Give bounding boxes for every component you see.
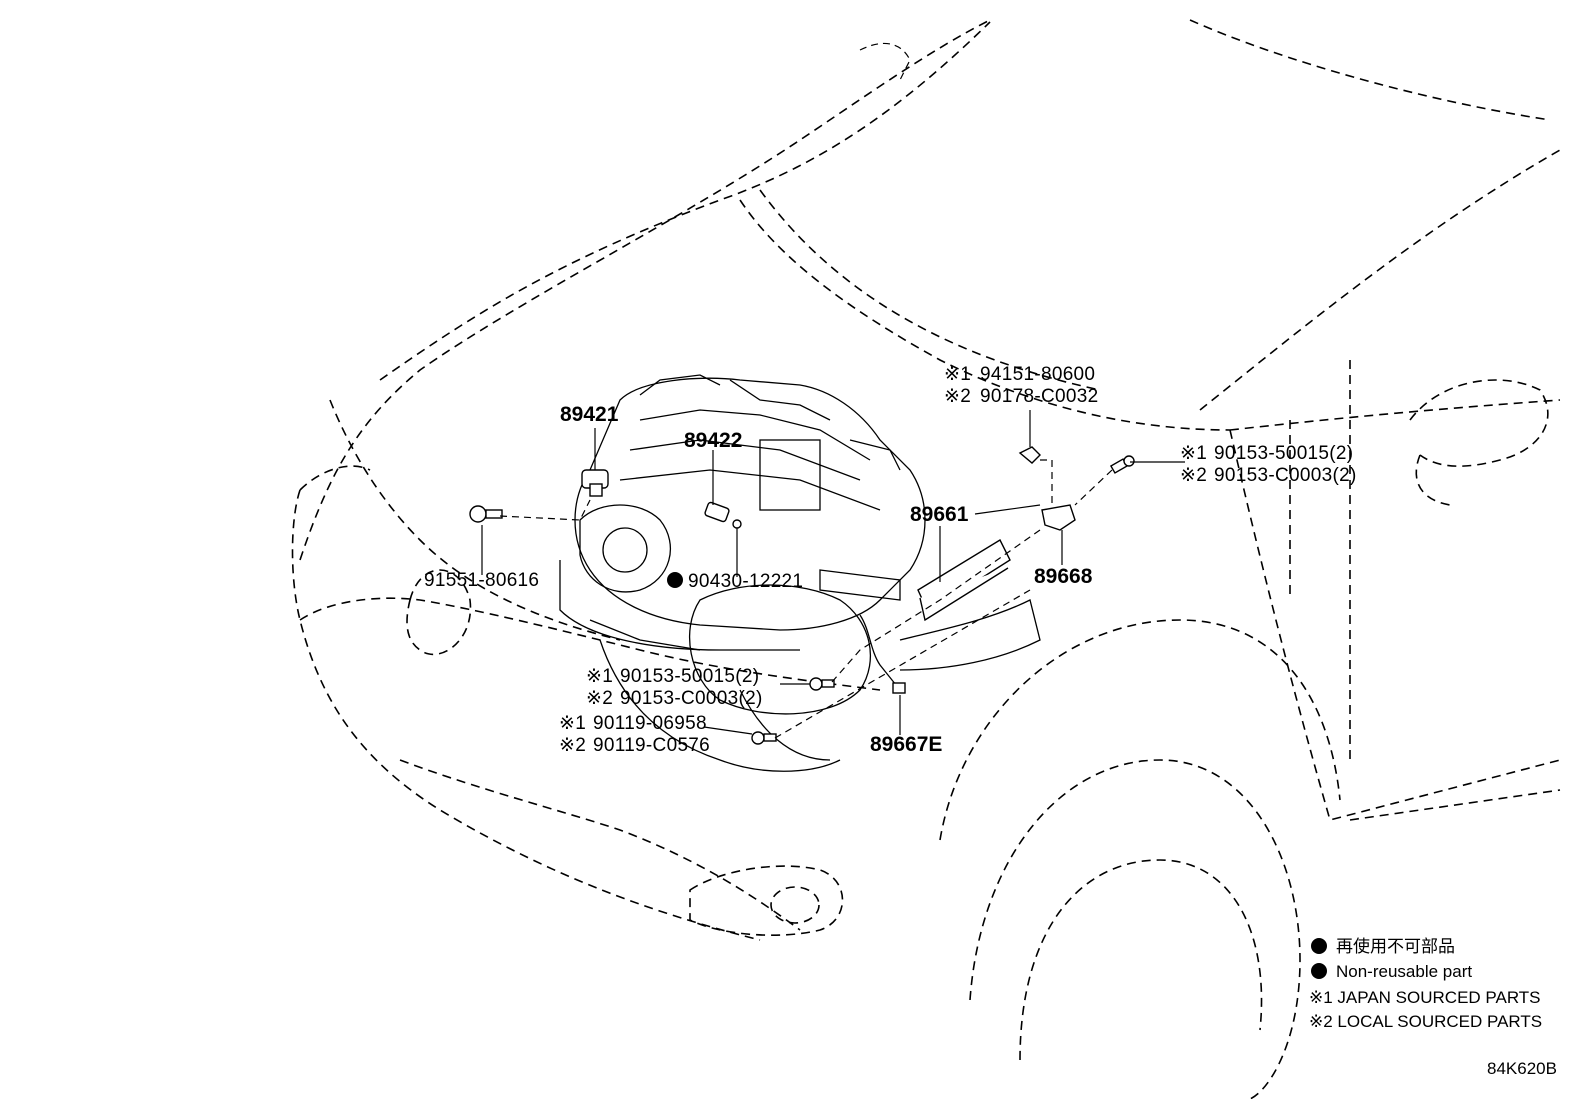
label-89421: 89421 xyxy=(560,403,619,426)
label-89667E: 89667E xyxy=(870,733,942,756)
label-94151-80600: 94151-80600 xyxy=(980,364,1095,385)
labels: 89421 89422 89661 89668 89667E 91551-806… xyxy=(424,364,1357,756)
part-sensor-89422 xyxy=(704,501,730,523)
legend-bullet-jp-icon xyxy=(1311,938,1327,954)
legend: 再使用不可部品 Non-reusable part ※1 JAPAN SOURC… xyxy=(1309,936,1542,1031)
part-bolt-91551 xyxy=(469,505,503,523)
label-91551-80616: 91551-80616 xyxy=(424,570,539,591)
non-reusable-mark-icon xyxy=(667,572,683,588)
mark-2-nut: ※2 xyxy=(944,386,971,407)
label-89668: 89668 xyxy=(1034,565,1093,588)
legend-bullet-en-icon xyxy=(1311,963,1327,979)
label-90119-06958: 90119-06958 xyxy=(593,713,707,734)
part-sensor-89421 xyxy=(581,469,609,497)
engine-assembly xyxy=(559,374,1041,772)
mark-1-bolt-center: ※1 xyxy=(586,666,613,687)
part-nut-94151 xyxy=(1018,446,1041,464)
label-90119-C0576: 90119-C0576 xyxy=(593,735,710,756)
mark-1-bolt-bottom: ※1 xyxy=(559,713,586,734)
label-89422: 89422 xyxy=(684,429,742,452)
car-body-outline xyxy=(291,19,1561,1099)
mark-2-bolt-right: ※2 xyxy=(1180,465,1207,486)
legend-non-reusable-jp: 再使用不可部品 xyxy=(1336,936,1455,956)
legend-japan-sourced: ※1 JAPAN SOURCED PARTS xyxy=(1309,988,1541,1007)
leader-lines xyxy=(481,410,1185,739)
legend-local-sourced: ※2 LOCAL SOURCED PARTS xyxy=(1309,1012,1542,1031)
label-90430-12221: 90430-12221 xyxy=(688,571,803,592)
part-ecu-89661 xyxy=(917,539,1011,622)
label-90153-C0003-center: 90153-C0003(2) xyxy=(620,688,763,709)
part-bolt-right xyxy=(1109,455,1135,474)
diagram-code: 84K620B xyxy=(1487,1059,1557,1078)
part-bolt-bottom xyxy=(751,731,777,745)
part-bracket-89668 xyxy=(1041,504,1076,531)
part-harness-89667E xyxy=(859,614,906,694)
part-gasket-90430 xyxy=(732,519,742,529)
mark-2-bolt-center: ※2 xyxy=(586,688,613,709)
legend-non-reusable-en: Non-reusable part xyxy=(1336,962,1472,981)
mark-1-bolt-right: ※1 xyxy=(1180,443,1207,464)
label-90178-C0032: 90178-C0032 xyxy=(980,386,1098,407)
part-bolt-center xyxy=(809,677,835,691)
label-90153-50015-right: 90153-50015(2) xyxy=(1214,443,1353,464)
mark-1-nut: ※1 xyxy=(944,364,971,385)
label-89661: 89661 xyxy=(910,503,969,526)
label-90153-C0003-right: 90153-C0003(2) xyxy=(1214,465,1357,486)
mark-2-bolt-bottom: ※2 xyxy=(559,735,586,756)
label-90153-50015-center: 90153-50015(2) xyxy=(620,666,759,687)
